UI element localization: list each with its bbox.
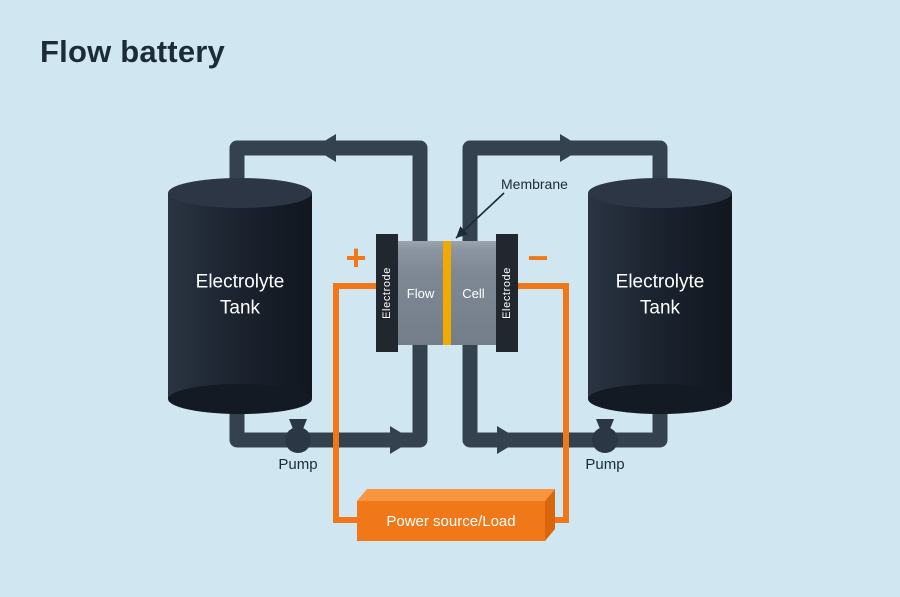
negative-terminal-sign: − <box>527 237 549 278</box>
power-source-box: Power source/Load <box>357 489 555 541</box>
positive-terminal-sign: + <box>345 237 367 278</box>
electrolyte-tank-right: Electrolyte Tank <box>588 178 732 414</box>
membrane-label: Membrane <box>501 176 568 192</box>
page-title: Flow battery <box>40 34 225 69</box>
tank-bottom-cap <box>168 384 312 414</box>
power-box-top-face <box>357 489 555 501</box>
electrode-left: Electrode <box>376 234 398 352</box>
membrane <box>443 241 451 345</box>
flow-arrow-top-right-icon <box>560 134 583 162</box>
electrode-right: Electrode <box>496 234 518 352</box>
power-source-label: Power source/Load <box>357 501 545 541</box>
flow-arrow-bottom-right-icon <box>497 426 520 454</box>
flow-arrow-bottom-left-icon <box>390 426 413 454</box>
wire-positive <box>333 283 382 523</box>
tank-top-cap <box>588 178 732 208</box>
electrode-right-label: Electrode <box>501 267 513 319</box>
pump-right-label: Pump <box>585 456 625 473</box>
tank-top-cap <box>168 178 312 208</box>
cell-cell-label: Cell <box>462 285 485 301</box>
cell-body: Flow Cell <box>398 241 496 345</box>
wire-negative <box>512 283 569 523</box>
pump-left-icon <box>285 419 311 453</box>
pump-right-icon <box>592 419 618 453</box>
flow-arrow-top-left-icon <box>313 134 336 162</box>
tank-left-label: Electrolyte Tank <box>195 271 285 318</box>
cell-flow-label: Flow <box>406 285 435 301</box>
membrane-pointer-arrow <box>455 192 505 239</box>
pump-left-label: Pump <box>278 456 318 473</box>
tank-right-label: Electrolyte Tank <box>615 271 705 318</box>
tank-body <box>168 193 312 399</box>
tank-bottom-cap <box>588 384 732 414</box>
power-box-side-face <box>545 489 555 541</box>
electrolyte-tank-left: Electrolyte Tank <box>168 178 312 414</box>
electrode-left-label: Electrode <box>381 267 393 319</box>
flow-cell: Flow Cell Electrode Electrode <box>376 234 518 352</box>
tank-body <box>588 193 732 399</box>
